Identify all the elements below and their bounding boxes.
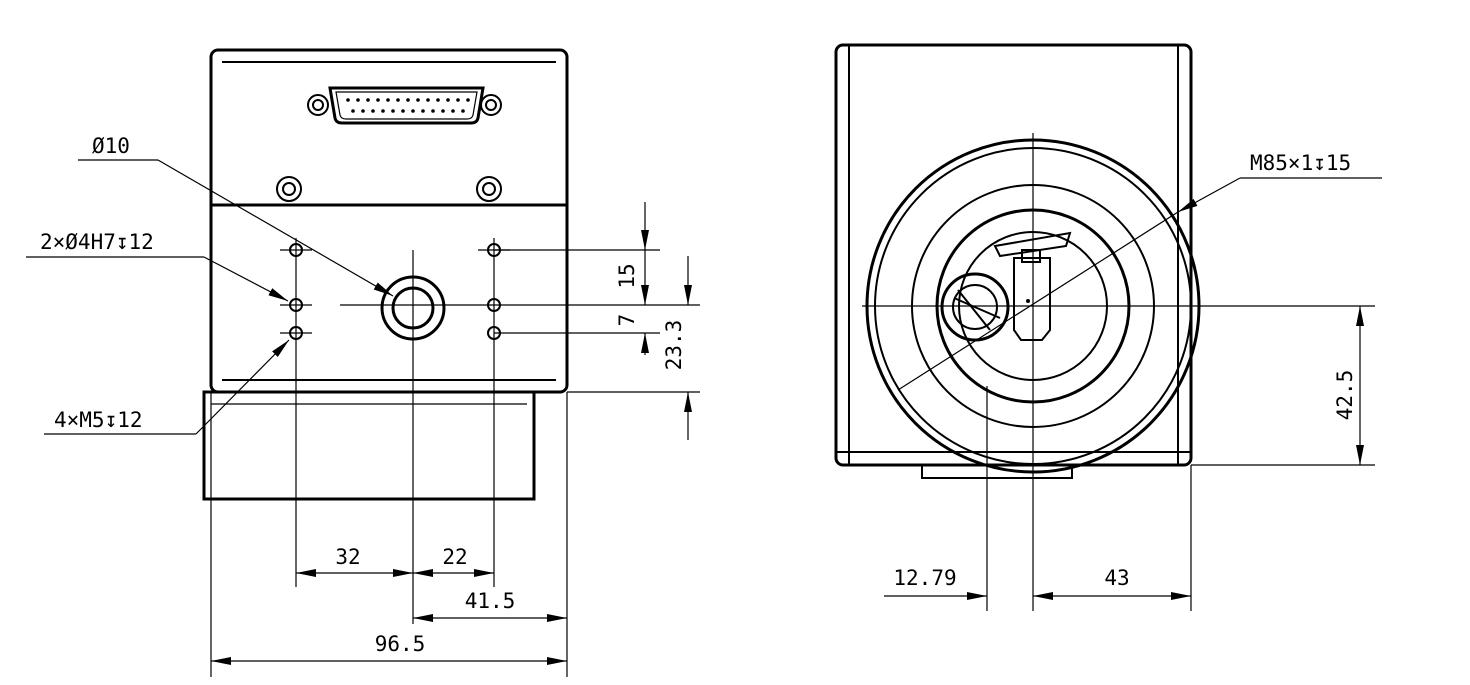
dim-22: 22 [442,545,467,569]
connector-pin [466,98,470,102]
dim-15: 15 [615,263,639,288]
connector-pin [391,109,395,113]
connector-pin [426,98,430,102]
connector-pin [361,109,365,113]
connector-pin [456,98,460,102]
connector-pin [351,109,355,113]
connector-pin [376,98,380,102]
label-dowel-holes: 2×Ø4H7↧12 [40,230,154,254]
connector-pin [371,109,375,113]
dim-43: 43 [1104,566,1129,590]
right-view: M85×1↧15 42.5 12.79 43 [834,43,1382,611]
connector-pin [356,98,360,102]
camera-body-front [834,43,1193,467]
connector-pin [346,98,350,102]
connector-pin [411,109,415,113]
connector-pin [406,98,410,102]
dim-41-5: 41.5 [465,589,516,613]
connector-pin [401,109,405,113]
left-view: 15 7 23.3 32 22 41.5 96.5 Ø10 2×Ø4H7↧12 … [26,48,700,677]
lens-mount-base [202,390,536,501]
dim-42-5: 42.5 [1333,370,1357,421]
connector-pin [421,109,425,113]
db-connector [307,86,502,125]
label-phi10: Ø10 [92,134,130,158]
connector-pin [386,98,390,102]
connector-pin [396,98,400,102]
dim-96-5: 96.5 [375,632,426,656]
screw-heads [276,176,502,202]
connector-pin [436,98,440,102]
connector-pin [381,109,385,113]
mounting-holes [280,243,510,340]
label-lens-thread: M85×1↧15 [1250,151,1351,175]
connector-pin [366,98,370,102]
connector-pin [461,109,465,113]
connector-pin [451,109,455,113]
dim-7: 7 [615,314,639,327]
connector-pin [446,98,450,102]
connector-pin [441,109,445,113]
sensor-assembly [940,231,1072,342]
dim-32: 32 [335,545,360,569]
connector-pin [431,109,435,113]
dim-12-79: 12.79 [893,566,956,590]
connector-pin [416,98,420,102]
dim-23-3: 23.3 [662,320,686,371]
label-mount-holes: 4×M5↧12 [54,408,143,432]
